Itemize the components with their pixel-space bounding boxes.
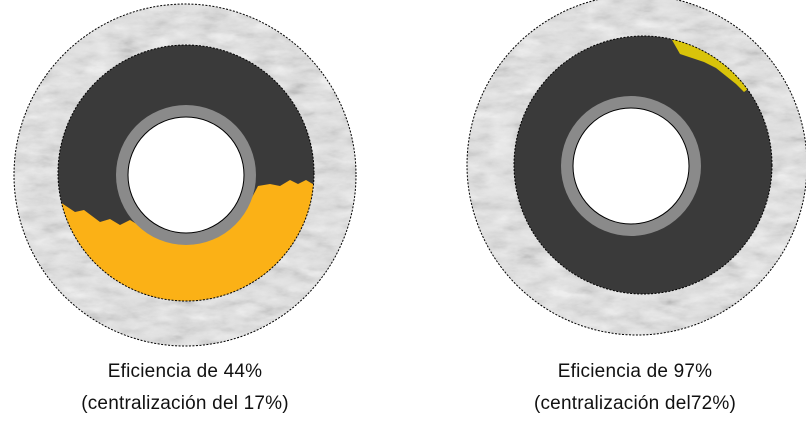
wellbore-right	[466, 0, 806, 336]
centralization-label-left: (centralización del 17%)	[81, 393, 289, 414]
casing-bore-left	[127, 116, 245, 234]
efficiency-label-right: Eficiencia de 97%	[557, 361, 713, 382]
efficiency-label-left: Eficiencia de 44%	[107, 361, 263, 382]
caption-left: Eficiencia de 44% (centralización del 17…	[40, 356, 330, 420]
caption-right: Eficiencia de 97% (centralización del72%…	[490, 356, 780, 420]
formation-outline-right	[466, 0, 806, 336]
wellbore-left	[13, 3, 357, 347]
casing-bore-right	[572, 107, 690, 225]
formation-outline-left	[13, 3, 357, 347]
cement-outline-right	[513, 35, 773, 295]
cement-outline-left	[57, 44, 315, 302]
centralization-label-right: (centralización del72%)	[533, 393, 737, 414]
